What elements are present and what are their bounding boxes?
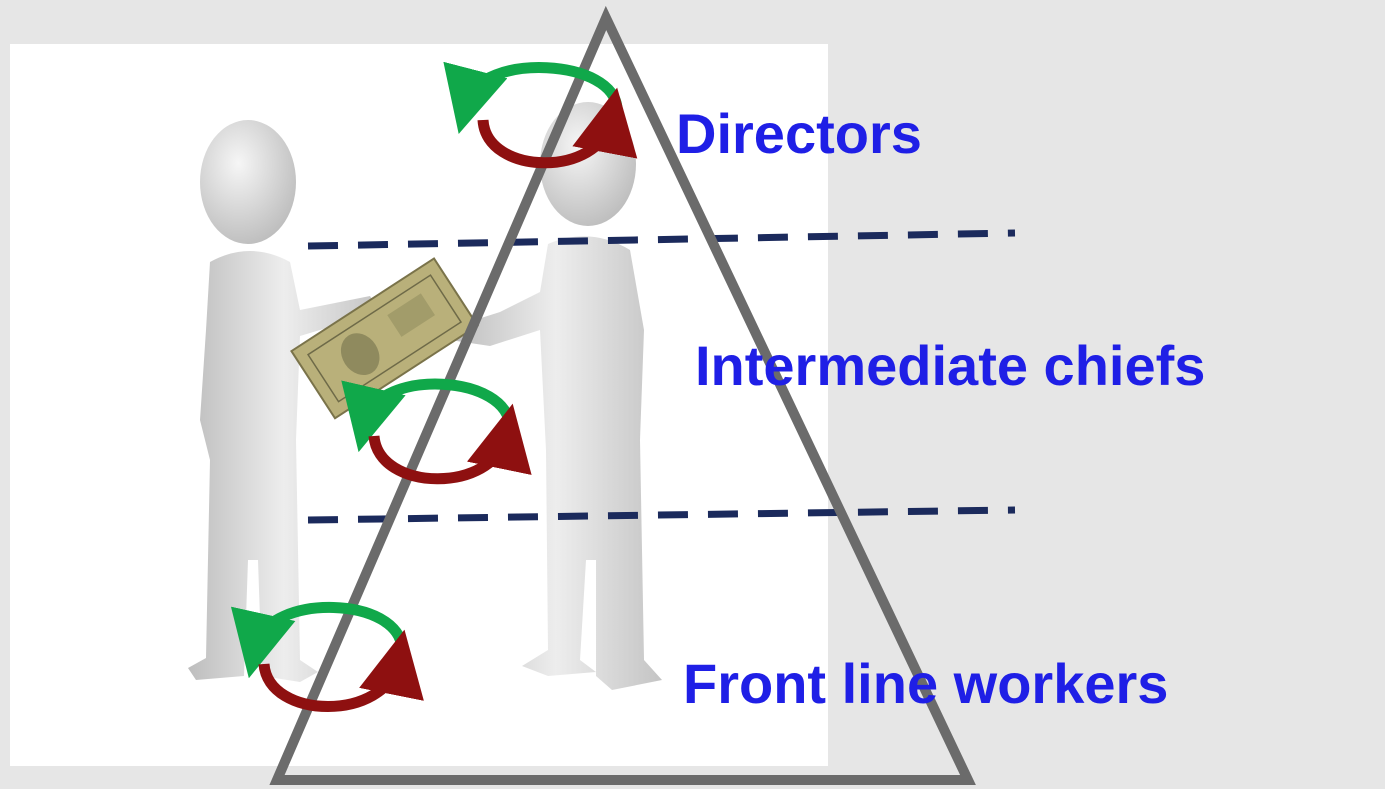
banknote-icon xyxy=(290,257,479,420)
level-divider xyxy=(307,229,1016,250)
level-label-intermediate-chiefs: Intermediate chiefs xyxy=(695,334,1206,397)
hierarchy-triangle xyxy=(269,5,976,785)
cycle-arrows-icon xyxy=(341,378,532,485)
level-label-front-line-workers: Front line workers xyxy=(683,652,1169,715)
cycle-arrows-icon xyxy=(231,602,424,712)
person-figure-icon xyxy=(188,120,380,682)
level-divider xyxy=(307,506,1016,524)
cycle-arrows-icon xyxy=(443,61,638,169)
level-label-directors: Directors xyxy=(676,102,922,165)
